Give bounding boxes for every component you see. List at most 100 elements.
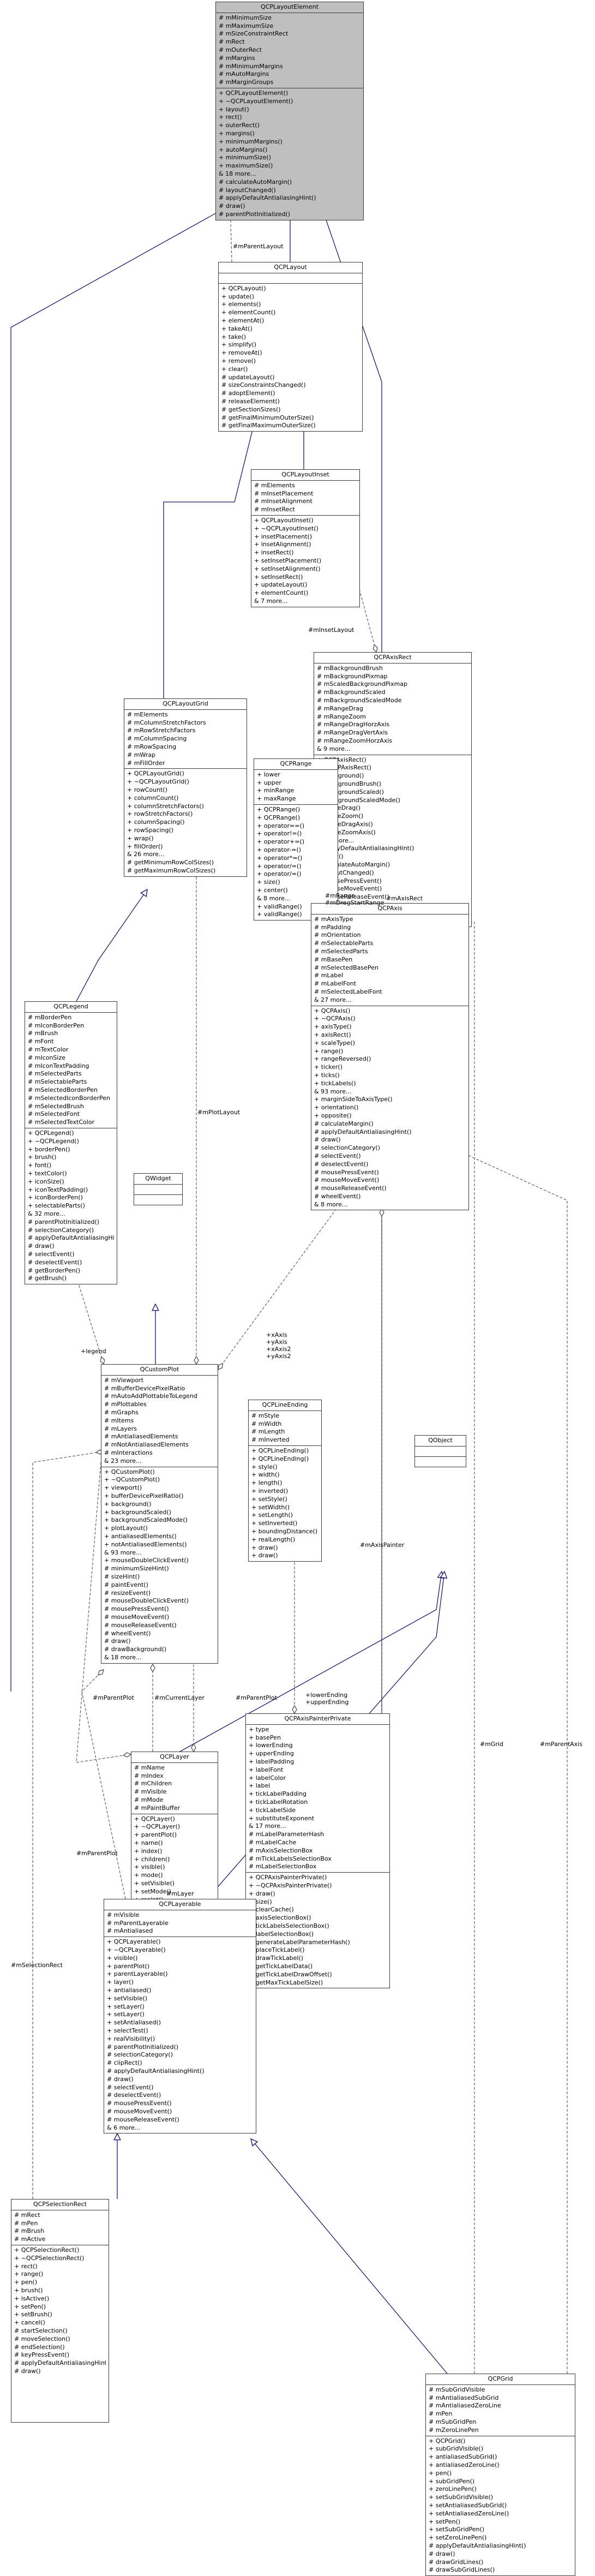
method-item: + operator/=() [257, 870, 302, 878]
class-title: QObject [415, 1436, 466, 1447]
class-qcpgrid[interactable]: QCPGrid# mSubGridVisible# mAntialiasedSu… [425, 2374, 575, 2576]
method-item: + iconBorderPen() [28, 1194, 83, 1202]
method-item: # wheelEvent() [104, 1629, 151, 1637]
class-qcustomplot[interactable]: QCustomPlot# mViewport# mBufferDevicePix… [101, 1364, 218, 1664]
method-item: + visible() [107, 1954, 138, 1962]
class-qcplegend[interactable]: QCPLegend# mBorderPen# mIconBorderPen# m… [25, 1001, 117, 1285]
method-item: # mouseReleaseEvent() [104, 1621, 177, 1629]
method-item: # getFinalMinimumOuterSize() [221, 414, 314, 421]
method-item: + minimumMargins() [219, 138, 283, 145]
method-item: + ~QCPSelectionRect() [14, 2254, 85, 2262]
class-qcpaxispainterprivate[interactable]: QCPAxisPainterPrivate+ type+ basePen+ lo… [245, 1713, 390, 1989]
method-item: # resizeEvent() [104, 1589, 151, 1597]
method-item: + setLayer() [107, 2011, 145, 2018]
method-section: + QCPLineEnding()+ QCPLineEnding()+ styl… [249, 1446, 321, 1561]
method-item: + brush() [28, 1153, 57, 1161]
edge-label-mparentlayout: #mParentLayout [233, 243, 284, 250]
method-item: + setLength() [251, 1511, 293, 1519]
method-item: # drawSubGridLines() [429, 2566, 495, 2574]
method-item: + elementCount() [221, 309, 276, 316]
method-item: + draw() [249, 1890, 275, 1897]
attribute-item: + labelFont [249, 1766, 284, 1773]
method-item: + removeAt() [221, 349, 262, 357]
edge-label-line: +yAxis [266, 1338, 287, 1346]
method-item: # applyDefaultAntialiasingHint() [317, 845, 414, 852]
method-item: # applyDefaultAntialiasingHint() [429, 2542, 526, 2549]
class-title: QCustomPlot [101, 1365, 218, 1376]
edge-label-axes: +xAxis+yAxis+xAxis2+yAxis2 [266, 1331, 291, 1360]
attribute-item: + basePen [249, 1734, 281, 1741]
method-section: + QCPLayoutElement()+ ~QCPLayoutElement(… [216, 88, 363, 220]
method-item: + setStyle() [251, 1495, 287, 1503]
class-title: QCPGrid [426, 2374, 575, 2385]
attribute-item: # mSubGridVisible [429, 2386, 485, 2393]
method-item: + rangeZoom() [317, 812, 363, 820]
attribute-item: # mSelectableParts [314, 940, 374, 947]
method-item: + antialiasedZeroLine() [429, 2461, 500, 2469]
attribute-item: # mIconTextPadding [28, 1062, 89, 1069]
method-item: + take() [221, 333, 247, 340]
method-item: # startSelection() [14, 2327, 68, 2334]
class-qcpselectionrect[interactable]: QCPSelectionRect# mRect# mPen# mBrush# m… [11, 2199, 109, 2423]
method-item: + elementCount() [254, 589, 309, 597]
method-item: + setWidth() [251, 1503, 290, 1511]
method-item: + backgroundBrush() [317, 780, 382, 787]
method-item: # mousePressEvent() [104, 1605, 169, 1613]
attribute-section: # mMinimumSize# mMaximumSize# mSizeConst… [216, 13, 363, 88]
method-item: + QCPLineEnding() [251, 1447, 309, 1454]
method-item: + isActive() [14, 2294, 50, 2302]
class-qobject[interactable]: QObject [414, 1435, 466, 1467]
method-item: # draw() [314, 1136, 341, 1144]
method-item: + QCustomPlot() [104, 1468, 155, 1475]
method-item: + style() [251, 1463, 278, 1471]
class-qcprange[interactable]: QCPRange+ lower+ upper+ minRange+ maxRan… [254, 758, 338, 921]
class-qcplayoutinset[interactable]: QCPLayoutInset# mElements# mInsetPlaceme… [251, 469, 360, 607]
method-item: + operator/=() [257, 862, 302, 870]
attribute-item: # mLabelFont [314, 980, 357, 988]
method-item: + setVisible() [107, 1994, 148, 2002]
method-item: # parentPlotInitialized() [28, 1218, 100, 1226]
class-qcplayoutgrid[interactable]: QCPLayoutGrid# mElements# mColumnStretch… [124, 698, 247, 877]
method-item: # wheelEvent() [314, 1192, 361, 1200]
class-qwidget[interactable]: QWidget [134, 1173, 183, 1205]
attribute-item: # mWrap [127, 751, 156, 758]
class-qcplayout[interactable]: QCPLayout+ QCPLayout()+ update()+ elemen… [218, 262, 363, 432]
method-item: & 93 more... [314, 1087, 352, 1095]
method-item: + range() [314, 1047, 344, 1055]
attribute-section: # mVisible# mParentLayerable# mAntialias… [104, 1910, 256, 1938]
attribute-item: # mColumnSpacing [127, 735, 187, 743]
method-item: + tickLabelsSelectionBox() [249, 1922, 329, 1929]
method-item: # getBorderPen() [28, 1266, 81, 1274]
class-title: QWidget [134, 1174, 182, 1185]
method-item: + mode() [134, 1872, 163, 1879]
class-qcplayoutelement[interactable]: QCPLayoutElement# mMinimumSize# mMaximum… [215, 2, 364, 220]
method-item: + rangeDragAxis() [317, 820, 373, 828]
method-item: # selectEvent() [28, 1250, 75, 1258]
method-item: + setPen() [14, 2303, 46, 2310]
method-item: # selectionCategory() [107, 2051, 173, 2059]
method-item: + antialiasedElements() [104, 1532, 177, 1540]
method-item: + labelSelectionBox() [249, 1930, 314, 1938]
edge-label-line: #mParentLayout [233, 243, 284, 250]
edge-label-line: #mAxisPainter [360, 1541, 405, 1549]
method-item: + setAntialiasedZeroLine() [429, 2509, 509, 2517]
class-qcplayerable[interactable]: QCPLayerable# mVisible# mParentLayerable… [104, 1899, 256, 2134]
method-item: + subGridPen() [429, 2477, 475, 2485]
method-item: + length() [251, 1479, 283, 1487]
method-item: + setSubGridPen() [429, 2526, 485, 2533]
attribute-item: # mPaintBuffer [134, 1804, 181, 1812]
class-qcplineending[interactable]: QCPLineEnding# mStyle# mWidth# mLength# … [248, 1400, 322, 1562]
method-item: + rangeZoomAxis() [317, 828, 376, 836]
attribute-item: # mRangeDragVertAxis [317, 729, 388, 737]
method-item: + setInsetAlignment() [254, 565, 321, 572]
method-item: + viewport() [104, 1484, 142, 1492]
attribute-section: # mSubGridVisible# mAntialiasedSubGrid# … [426, 2385, 575, 2436]
method-item: + ~QCPAxis() [314, 1015, 356, 1023]
method-item: + brush() [14, 2286, 43, 2294]
method-item: # mousePressEvent() [317, 877, 382, 884]
method-item: + range() [14, 2270, 44, 2278]
method-item: + textColor() [28, 1169, 67, 1177]
method-section: + QCustomPlot()+ ~QCustomPlot()+ viewpor… [101, 1467, 218, 1663]
method-item: + validRange() [257, 911, 302, 918]
class-qcpaxis[interactable]: QCPAxis# mAxisType# mPadding# mOrientati… [311, 903, 469, 1211]
